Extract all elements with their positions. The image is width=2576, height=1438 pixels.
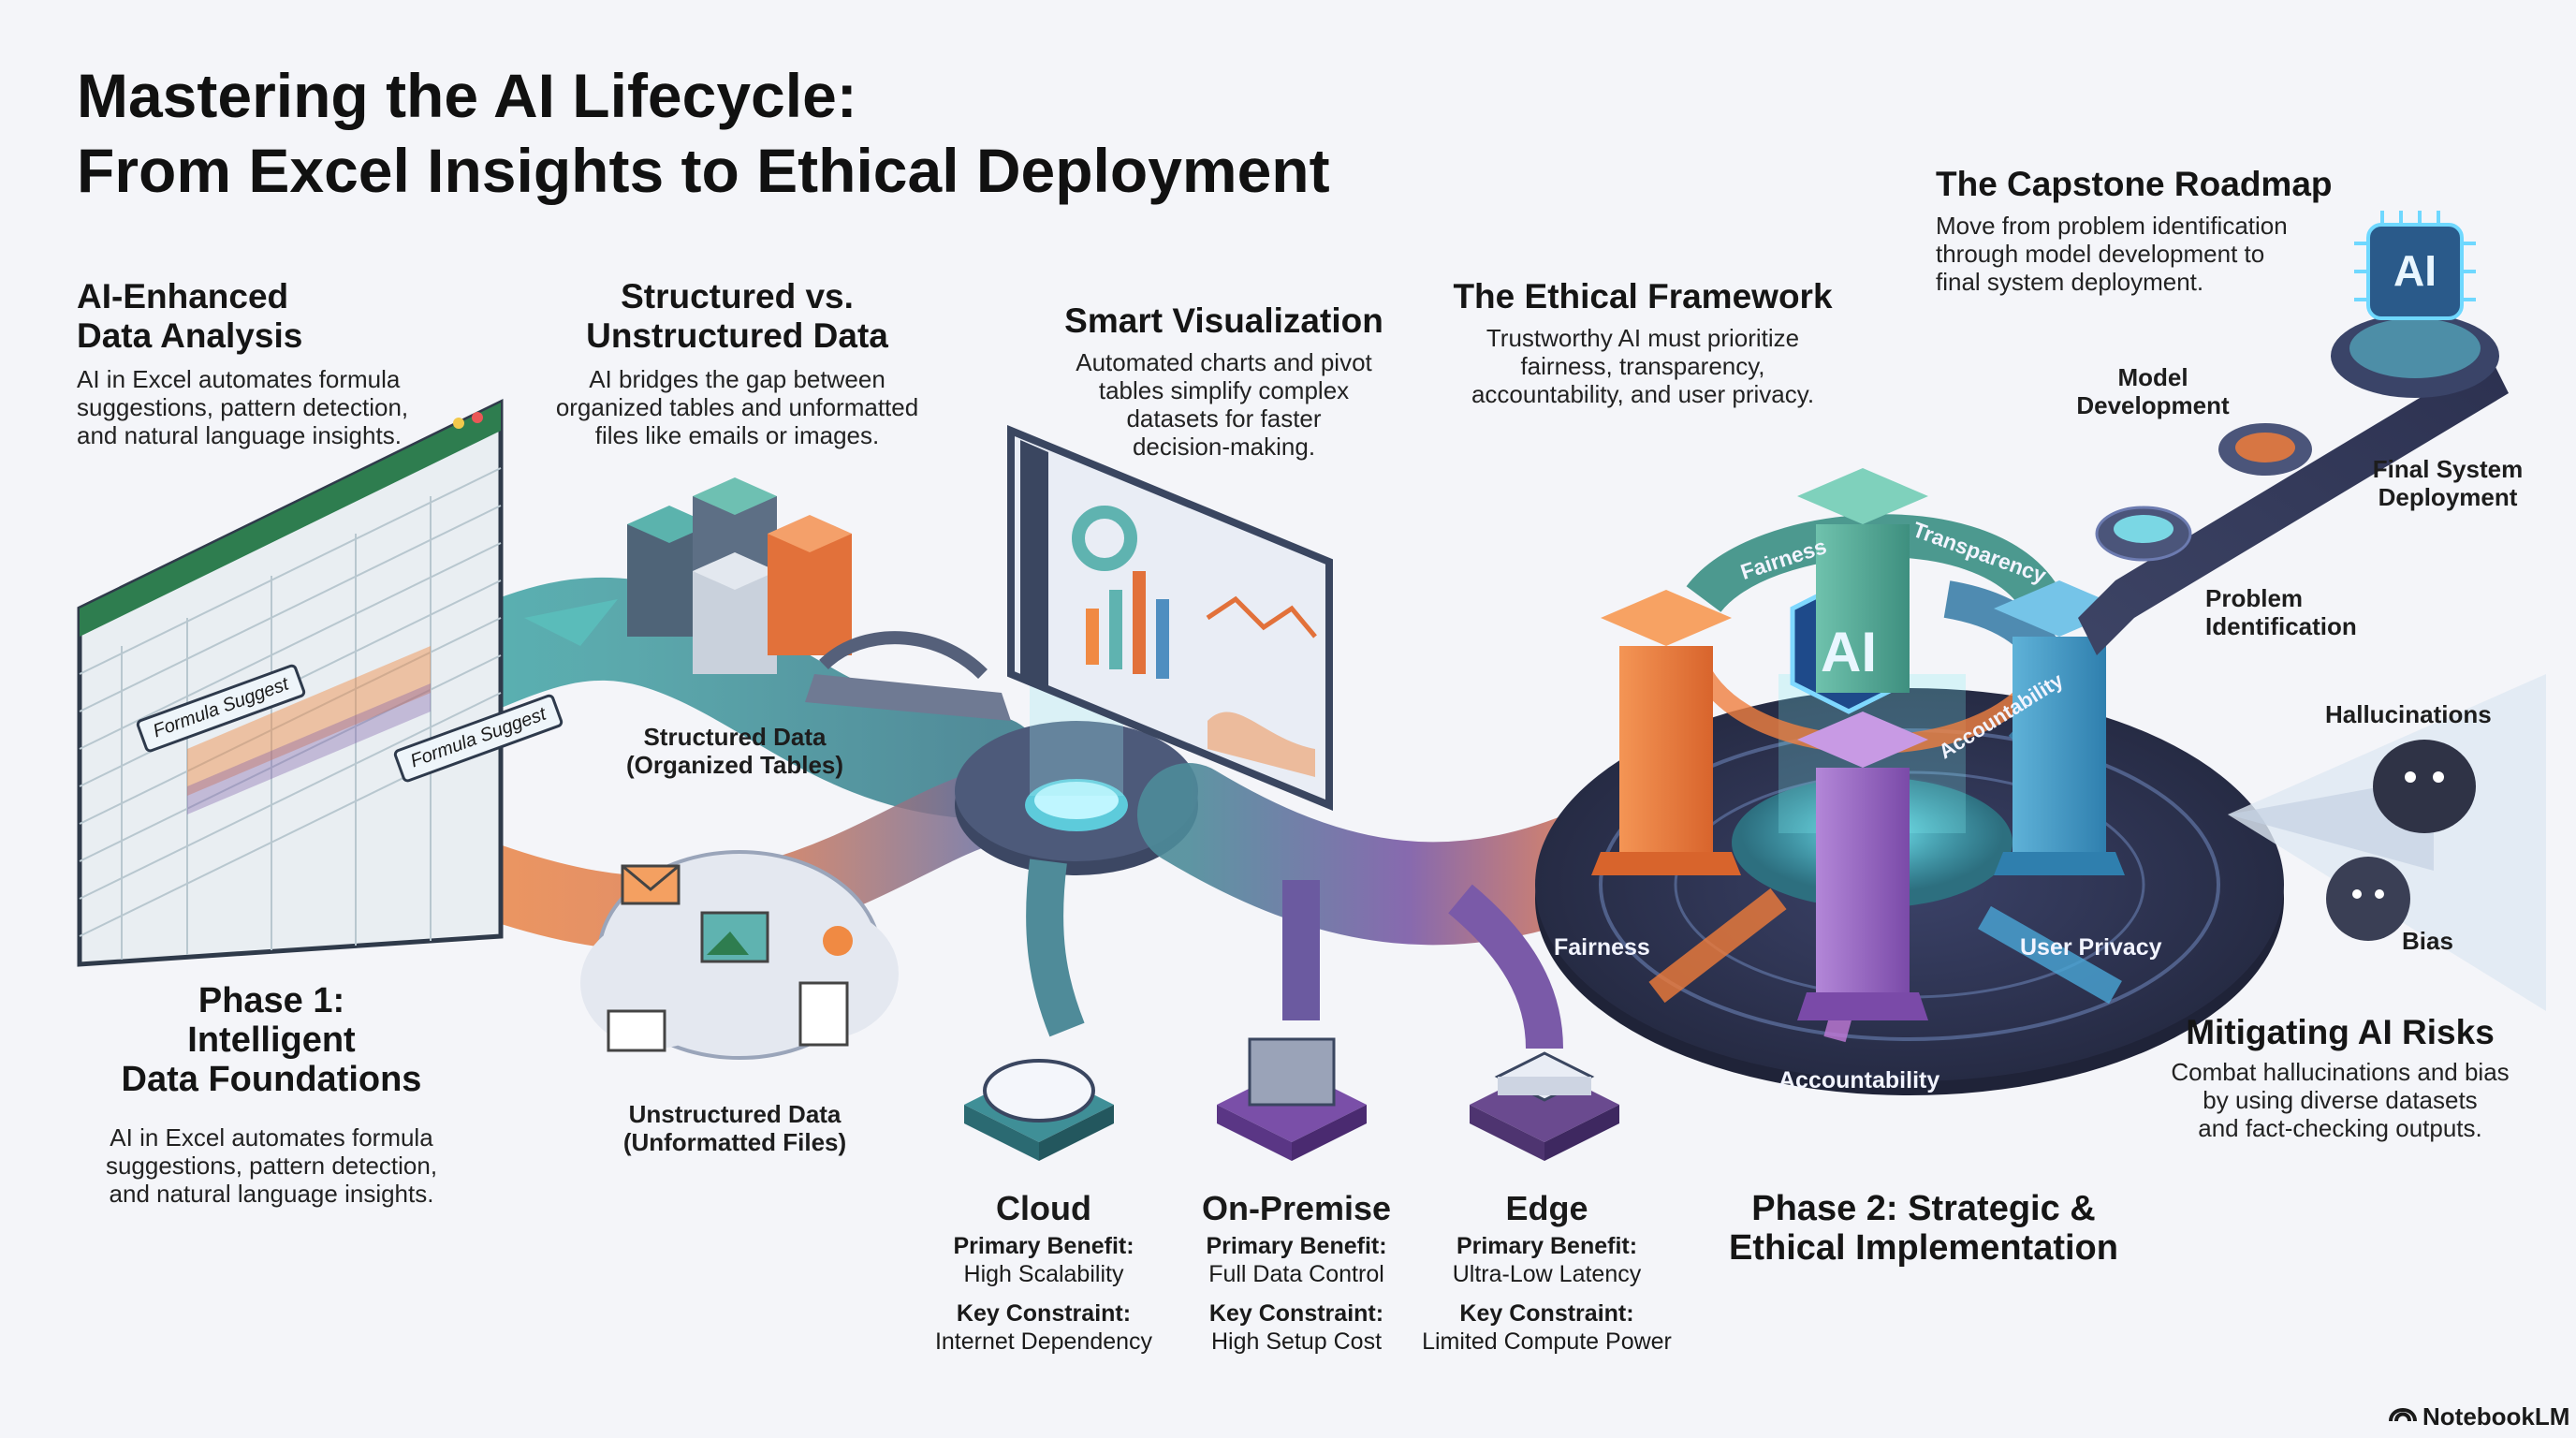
structured-vs-heading-1: Structured vs. bbox=[621, 277, 854, 315]
phase1-heading-2: Intelligent bbox=[187, 1020, 356, 1060]
risks-body-2: by using diverse datasets bbox=[2203, 1086, 2478, 1114]
phase1-body-1: AI in Excel automates formula bbox=[110, 1123, 433, 1152]
pillar-label-user-privacy: User Privacy bbox=[2020, 934, 2162, 961]
ethical-framework-heading: The Ethical Framework bbox=[1453, 277, 1833, 315]
ai-enhanced-body-1: AI in Excel automates formula bbox=[77, 365, 401, 393]
deployment-cloud: Cloud Primary Benefit: High Scalability … bbox=[913, 1189, 1175, 1356]
model-dev-line-1: Model bbox=[2117, 363, 2188, 391]
capstone-body-3: final system deployment. bbox=[1936, 268, 2204, 296]
deployment-benefit-label: Primary Benefit: bbox=[1206, 1233, 1387, 1259]
ai-enhanced-heading-1: AI-Enhanced bbox=[77, 277, 289, 315]
deployment-edge: Edge Primary Benefit: Ultra-Low Latency … bbox=[1404, 1189, 1690, 1356]
deployment-benefit: High Scalability bbox=[963, 1261, 1124, 1287]
risks-body-1: Combat hallucinations and bias bbox=[2171, 1058, 2510, 1086]
ai-enhanced-body-2: suggestions, pattern detection, bbox=[77, 393, 409, 421]
smart-viz-body-3: datasets for faster bbox=[1126, 404, 1322, 433]
deployment-constraint: Internet Dependency bbox=[934, 1328, 1153, 1355]
deployment-title: On-Premise bbox=[1201, 1189, 1392, 1227]
ai-core-label: AI bbox=[1821, 621, 1877, 683]
capstone-section: The Capstone Roadmap Move from problem i… bbox=[1936, 165, 2348, 296]
roadmap-final-deployment: Final System Deployment bbox=[2349, 455, 2546, 511]
phase2-heading-1: Phase 2: Strategic & bbox=[1751, 1189, 2096, 1228]
unstructured-data-label: Unstructured Data (Unformatted Files) bbox=[599, 1100, 871, 1156]
deployment-constraint-label: Key Constraint: bbox=[956, 1300, 1132, 1327]
structured-vs-body-1: AI bridges the gap between bbox=[589, 365, 886, 393]
ai-enhanced-section: AI-Enhanced Data Analysis AI in Excel au… bbox=[77, 277, 517, 449]
page-title-line-1: Mastering the AI Lifecycle: bbox=[77, 61, 857, 130]
ethical-framework-body-1: Trustworthy AI must prioritize bbox=[1486, 324, 1800, 352]
phase1-heading-3: Data Foundations bbox=[121, 1060, 422, 1099]
capstone-heading: The Capstone Roadmap bbox=[1936, 165, 2333, 203]
ethical-framework-body-3: accountability, and user privacy. bbox=[1471, 380, 1815, 408]
phase1-heading-1: Phase 1: bbox=[198, 981, 345, 1020]
ethical-framework-section: The Ethical Framework Trustworthy AI mus… bbox=[1442, 277, 1844, 408]
ethical-framework-body-2: fairness, transparency, bbox=[1520, 352, 1765, 380]
deployment-constraint-label: Key Constraint: bbox=[1208, 1300, 1384, 1327]
phase1-body-2: suggestions, pattern detection, bbox=[105, 1152, 438, 1180]
structured-data-line-1: Structured Data bbox=[643, 723, 827, 751]
structured-data-label: Structured Data (Organized Tables) bbox=[599, 723, 871, 779]
structured-vs-heading-2: Unstructured Data bbox=[586, 316, 888, 355]
unstructured-data-line-2: (Unformatted Files) bbox=[622, 1128, 847, 1156]
structured-vs-section: Structured vs. Unstructured Data AI brid… bbox=[534, 277, 941, 449]
notebooklm-logo: NotebookLM bbox=[2422, 1402, 2570, 1431]
smart-viz-section: Smart Visualization Automated charts and… bbox=[1039, 301, 1409, 461]
final-line-2: Deployment bbox=[2378, 483, 2518, 511]
structured-vs-body-3: files like emails or images. bbox=[594, 421, 880, 449]
model-dev-line-2: Development bbox=[2076, 391, 2230, 419]
deployment-constraint: High Setup Cost bbox=[1210, 1328, 1383, 1355]
ai-enhanced-body-3: and natural language insights. bbox=[77, 421, 402, 449]
problem-line-2: Identification bbox=[2205, 612, 2357, 640]
ai-enhanced-heading-2: Data Analysis bbox=[77, 316, 303, 355]
smart-viz-heading: Smart Visualization bbox=[1064, 301, 1383, 340]
deployment-benefit: Ultra-Low Latency bbox=[1452, 1261, 1642, 1287]
roadmap-model-development: Model Development bbox=[2059, 363, 2247, 419]
deployment-benefit-label: Primary Benefit: bbox=[953, 1233, 1134, 1259]
problem-line-1: Problem bbox=[2205, 584, 2304, 612]
deployment-title: Cloud bbox=[996, 1189, 1091, 1227]
capstone-body-1: Move from problem identification bbox=[1936, 212, 2288, 240]
risk-hallucinations-label: Hallucinations bbox=[2325, 700, 2492, 728]
roadmap-problem-identification: Problem Identification bbox=[2205, 584, 2411, 640]
phase1-body-3: and natural language insights. bbox=[109, 1180, 434, 1208]
phase2-section: Phase 2: Strategic & Ethical Implementat… bbox=[1704, 1189, 2144, 1268]
smart-viz-body-2: tables simplify complex bbox=[1098, 376, 1350, 404]
phase1-section: Phase 1: Intelligent Data Foundations AI… bbox=[75, 981, 468, 1208]
final-line-1: Final System bbox=[2372, 455, 2524, 483]
risks-heading: Mitigating AI Risks bbox=[2186, 1013, 2495, 1051]
unstructured-data-line-1: Unstructured Data bbox=[628, 1100, 842, 1128]
deployment-benefit: Full Data Control bbox=[1208, 1261, 1384, 1287]
risk-bias-label: Bias bbox=[2402, 927, 2453, 955]
deployment-title: Edge bbox=[1505, 1189, 1588, 1227]
deployment-constraint-label: Key Constraint: bbox=[1459, 1300, 1634, 1327]
roadmap-chip-label: AI bbox=[2393, 246, 2437, 295]
page-title: Mastering the AI Lifecycle: From Excel I… bbox=[77, 58, 1330, 208]
deployment-constraint: Limited Compute Power bbox=[1422, 1328, 1672, 1355]
phase2-heading-2: Ethical Implementation bbox=[1729, 1228, 2118, 1268]
page-title-line-2: From Excel Insights to Ethical Deploymen… bbox=[77, 136, 1330, 205]
pillar-label-accountability: Accountability bbox=[1778, 1067, 1940, 1093]
deployment-benefit-label: Primary Benefit: bbox=[1456, 1233, 1638, 1259]
risks-section: Mitigating AI Risks Combat hallucination… bbox=[2144, 1013, 2537, 1142]
smart-viz-body-1: Automated charts and pivot bbox=[1076, 348, 1372, 376]
deployment-on-premise: On-Premise Primary Benefit: Full Data Co… bbox=[1165, 1189, 1427, 1356]
pillar-label-fairness: Fairness bbox=[1554, 934, 1650, 961]
smart-viz-body-4: decision-making. bbox=[1132, 433, 1316, 461]
structured-data-line-2: (Organized Tables) bbox=[625, 751, 844, 779]
capstone-body-2: through model development to bbox=[1936, 240, 2265, 268]
risks-body-3: and fact-checking outputs. bbox=[2198, 1114, 2482, 1142]
structured-vs-body-2: organized tables and unformatted bbox=[555, 393, 919, 421]
